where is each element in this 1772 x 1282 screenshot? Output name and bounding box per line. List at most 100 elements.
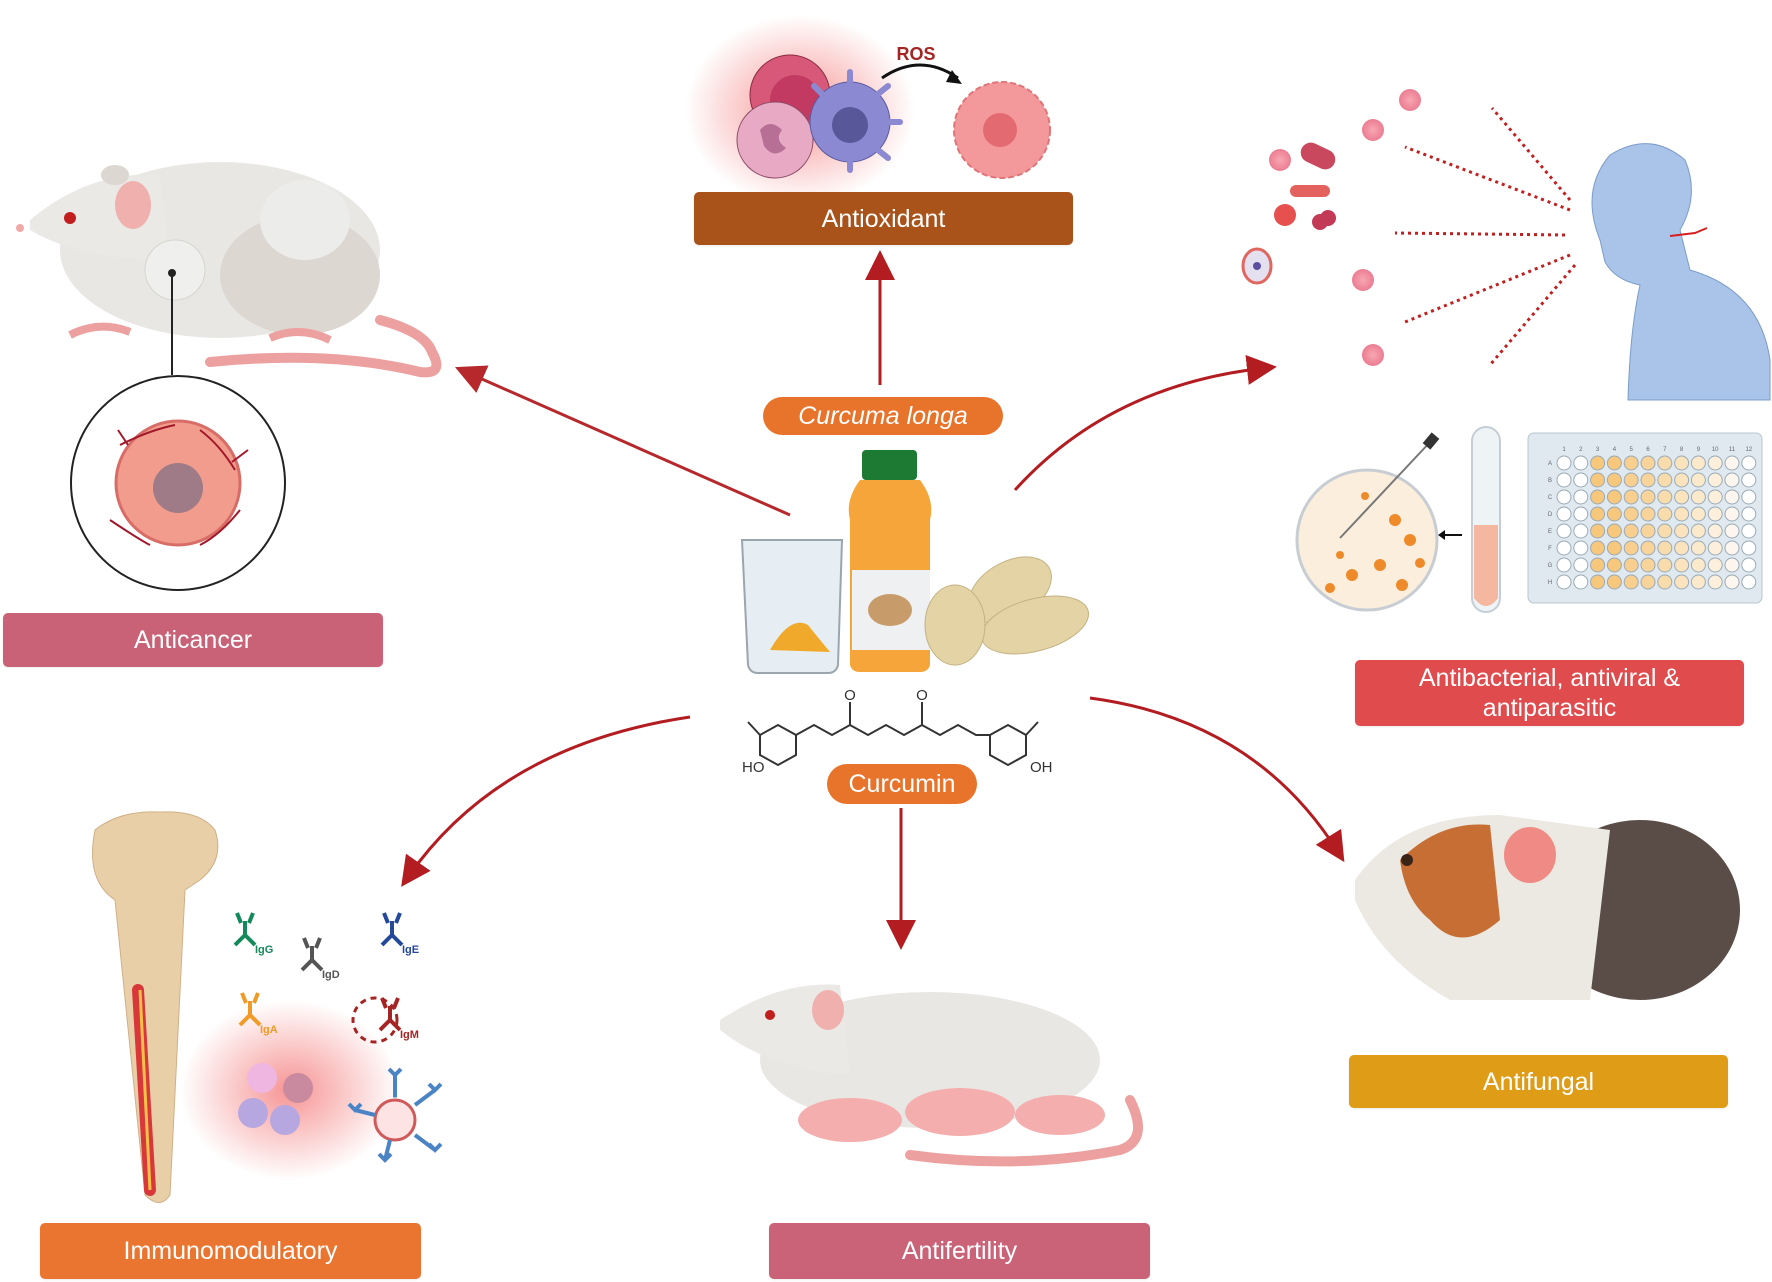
plate-column-label: 5: [1630, 447, 1634, 453]
plate-well: [1657, 489, 1673, 505]
plate-row-label: E: [1548, 529, 1552, 535]
plate-well: [1623, 574, 1639, 590]
well-plate-illustration: [1527, 432, 1763, 604]
plate-well: [1741, 489, 1757, 505]
plate-well: [1707, 489, 1723, 505]
plate-well: [1556, 506, 1572, 522]
plate-well: [1640, 557, 1656, 573]
arrow-to-antimicrobial: [1013, 355, 1277, 492]
plate-column-label: 6: [1646, 447, 1650, 453]
plate-column-label: 2: [1579, 447, 1583, 453]
antioxidant-label-box: Antioxidant: [694, 192, 1073, 245]
plate-well: [1606, 574, 1622, 590]
curcumin-structure: [747, 702, 1039, 767]
macrophage-icon: [809, 69, 903, 173]
plate-well: [1690, 506, 1706, 522]
structure-labels: O O HO OH: [742, 687, 1053, 776]
plate-column-label: 7: [1663, 447, 1667, 453]
plate-column-label: 9: [1697, 447, 1701, 453]
plate-column-label: 12: [1745, 447, 1752, 453]
plate-well: [1690, 540, 1706, 556]
plate-well: [1674, 489, 1690, 505]
plate-well: [1606, 489, 1622, 505]
svg-text:O: O: [844, 687, 856, 704]
plate-well: [1674, 506, 1690, 522]
plate-well: [1590, 506, 1606, 522]
plate-well: [1623, 506, 1639, 522]
antibody-label: IgE: [402, 944, 419, 956]
antimicrobial-label-box: Antibacterial, antiviral & antiparasitic: [1355, 660, 1744, 726]
plate-well: [1590, 540, 1606, 556]
plate-well: [1573, 506, 1589, 522]
antifertility-label-box: Antifertility: [769, 1223, 1150, 1279]
curcuma-longa-label: Curcuma longa: [763, 397, 1003, 435]
plate-well: [1674, 574, 1690, 590]
plate-well: [1640, 472, 1656, 488]
plate-well: [1590, 489, 1606, 505]
person-sneezing-illustration: [1591, 143, 1771, 401]
arrow-to-immunomodulatory: [401, 715, 691, 887]
immunomodulatory-label: Immunomodulatory: [123, 1237, 338, 1265]
plate-well: [1640, 523, 1656, 539]
guinea-pig-illustration: [1355, 815, 1740, 1000]
plate-well: [1590, 455, 1606, 471]
plate-well: [1724, 455, 1740, 471]
plate-well: [1623, 455, 1639, 471]
antifungal-label-box: Antifungal: [1349, 1055, 1728, 1108]
plate-well: [1606, 455, 1622, 471]
plate-well: [1707, 472, 1723, 488]
svg-text:O: O: [916, 687, 928, 704]
plate-well: [1573, 472, 1589, 488]
plate-well: [1623, 540, 1639, 556]
arrow-to-antifungal: [1089, 696, 1345, 863]
plate-well: [1690, 557, 1706, 573]
plate-row-label: D: [1548, 512, 1553, 518]
mouse-with-tumor-illustration: [16, 162, 442, 591]
plate-well: [1556, 574, 1572, 590]
dotted-spread-arrows: [1394, 107, 1577, 366]
plate-well: [1690, 472, 1706, 488]
plate-well: [1724, 540, 1740, 556]
plate-well: [1707, 574, 1723, 590]
anticancer-label-box: Anticancer: [3, 613, 383, 667]
plate-well: [1741, 574, 1757, 590]
plate-row-label: G: [1548, 563, 1553, 569]
plate-well: [1556, 455, 1572, 471]
antigen-complex-icon: [347, 1067, 443, 1163]
plate-well: [1741, 557, 1757, 573]
plate-well: [1657, 523, 1673, 539]
plate-well: [1690, 574, 1706, 590]
plate-well: [1724, 557, 1740, 573]
plate-well: [1556, 523, 1572, 539]
plate-well: [1657, 540, 1673, 556]
bottle-illustration: [848, 450, 932, 672]
plate-well: [1556, 557, 1572, 573]
petri-dish-illustration: [1295, 432, 1462, 612]
plate-well: [1590, 523, 1606, 539]
plate-well: [1623, 489, 1639, 505]
plate-column-label: 8: [1680, 447, 1684, 453]
plate-well: [1590, 557, 1606, 573]
iga-antibody-icon: IgA: [238, 992, 278, 1036]
plate-well: [1674, 472, 1690, 488]
pathogens-illustration: [1241, 89, 1421, 366]
antibody-label: IgA: [260, 1024, 278, 1036]
plate-well: [1657, 557, 1673, 573]
plate-well: [1657, 472, 1673, 488]
plate-well: [1556, 540, 1572, 556]
plate-well: [1573, 574, 1589, 590]
plate-well: [1590, 574, 1606, 590]
immune-cells-illustration: [238, 1063, 313, 1135]
antibody-label: IgM: [400, 1029, 419, 1041]
plate-well: [1606, 540, 1622, 556]
plate-well: [1573, 489, 1589, 505]
plate-well: [1724, 489, 1740, 505]
igg-antibody-icon: IgG: [233, 912, 273, 956]
svg-text:HO: HO: [742, 759, 765, 776]
plate-well: [1741, 506, 1757, 522]
plate-well: [1556, 472, 1572, 488]
igm-antibody-icon: IgM: [351, 996, 419, 1044]
plate-well: [1690, 489, 1706, 505]
